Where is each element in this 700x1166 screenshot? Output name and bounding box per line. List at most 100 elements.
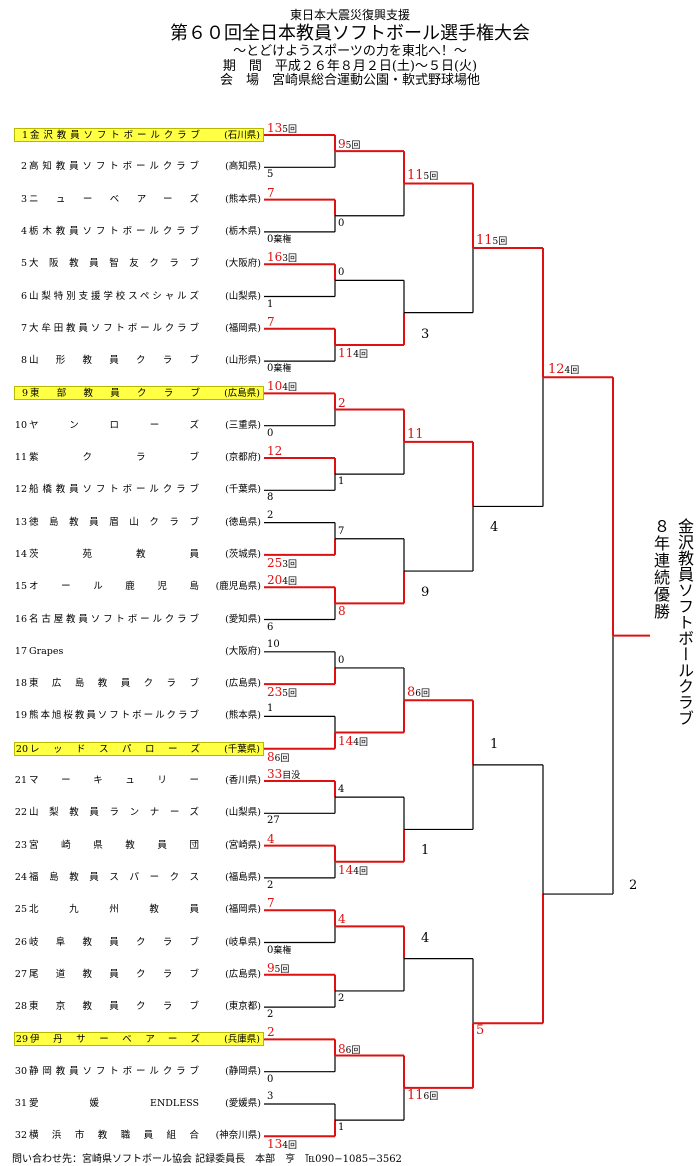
team-prefecture: (石川県)	[224, 130, 260, 141]
score-value: 7	[267, 314, 275, 329]
match-score: 116回	[407, 1087, 438, 1103]
team-name: ニューベアーズ	[29, 193, 199, 205]
match-score: 114回	[338, 347, 368, 361]
match-score: 2	[267, 510, 273, 522]
team-prefecture: (愛知県)	[225, 613, 261, 625]
score-value: 14	[338, 733, 354, 748]
score-value: 20	[267, 573, 283, 588]
team-prefecture: (栃木県)	[225, 225, 261, 237]
team-prefecture: (静岡県)	[225, 1065, 261, 1077]
match-score: 1	[267, 299, 273, 311]
event-venue: 会 場 宮崎県総合運動公園・軟式野球場他	[219, 73, 480, 88]
match-score: 33目没	[267, 768, 300, 782]
team-name: 大阪教員智友クラブ	[29, 258, 199, 270]
score-value: 2	[338, 992, 345, 1004]
score-value: 8	[338, 1041, 346, 1056]
team-name: 山形教員クラブ	[29, 355, 199, 367]
match-score: 0	[338, 267, 344, 279]
team-name: 愛媛ENDLESS	[29, 1098, 199, 1109]
match-score: 2	[338, 397, 346, 409]
score-value: 2	[267, 879, 274, 891]
team-number: 7	[20, 322, 27, 334]
score-value: 0	[338, 654, 345, 666]
team-number: 17	[14, 645, 27, 657]
team-name: Grapes	[29, 645, 64, 657]
match-score: 86回	[338, 1043, 360, 1057]
team-number: 12	[14, 484, 27, 496]
match-score: 7	[267, 897, 275, 909]
team-prefecture: (香川県)	[225, 775, 261, 786]
team-name: 名古屋教員ソフトボールクラブ	[29, 613, 199, 625]
team-prefecture: (山梨県)	[225, 807, 261, 819]
match-score: 253回	[267, 557, 297, 571]
team-prefecture: (福岡県)	[225, 322, 261, 334]
score-value: 0	[267, 427, 274, 439]
team-prefecture: (千葉県)	[224, 743, 260, 755]
match-score: 204回	[267, 574, 297, 588]
score-value: 11	[407, 426, 424, 442]
match-score: 8	[267, 492, 273, 504]
team-prefecture: (千葉県)	[225, 484, 261, 496]
match-score: 4	[490, 521, 498, 534]
score-value: 5	[476, 1023, 485, 1039]
score-value: 4	[421, 930, 430, 946]
score-value: 11	[407, 1087, 424, 1103]
team-name: 宮崎県教員団	[29, 839, 199, 851]
page-title: 第６０回全日本教員ソフトボール選手権大会	[170, 23, 530, 44]
match-score: 4	[338, 913, 346, 925]
score-value: 3	[421, 326, 430, 342]
match-score: 2	[338, 993, 344, 1005]
team-name: 茨苑教員	[29, 548, 199, 560]
match-score: 1	[338, 1122, 344, 1134]
team-prefecture: (福岡県)	[225, 904, 261, 916]
team-number: 18	[14, 678, 27, 690]
match-score: 10	[267, 639, 280, 651]
score-note: 4回	[353, 349, 369, 360]
match-score: 124回	[548, 363, 579, 377]
match-score: 0	[338, 655, 344, 667]
match-score: 5	[267, 169, 273, 181]
team-prefecture: (兵庫県)	[224, 1034, 260, 1046]
score-value: 0	[338, 267, 345, 279]
team-number: 27	[14, 968, 27, 980]
team-name: 紫クラブ	[29, 452, 199, 463]
score-note: 5回	[274, 964, 290, 975]
team-prefecture: (熊本県)	[225, 710, 261, 722]
match-score: 7	[267, 316, 275, 328]
team-prefecture: (熊本県)	[225, 193, 261, 205]
team-prefecture: (宮崎県)	[225, 839, 261, 851]
match-score: 95回	[267, 962, 289, 976]
match-score: 135回	[267, 122, 297, 136]
match-score: 0棄権	[267, 363, 291, 375]
team-prefecture: (京都府)	[225, 452, 261, 463]
team-number: 19	[14, 710, 27, 722]
match-score: 86回	[267, 751, 289, 765]
score-value: 7	[267, 185, 275, 200]
team-number: 16	[14, 613, 27, 625]
score-value: 4	[267, 831, 275, 846]
match-score: 115回	[476, 234, 508, 248]
team-name: 尾道教員クラブ	[29, 968, 199, 980]
match-score: 7	[338, 526, 344, 538]
score-note: 5回	[492, 237, 508, 248]
score-value: 0	[338, 217, 345, 229]
score-value: 0	[267, 1073, 274, 1085]
score-note: 棄権	[273, 945, 292, 956]
score-value: 1	[338, 1122, 345, 1134]
team-number: 31	[14, 1098, 27, 1109]
score-note: 6回	[274, 753, 290, 764]
score-value: 5	[267, 169, 274, 181]
score-note: 4回	[282, 1141, 298, 1152]
match-score: 7	[267, 187, 275, 199]
team-prefecture: (広島県)	[224, 388, 260, 400]
